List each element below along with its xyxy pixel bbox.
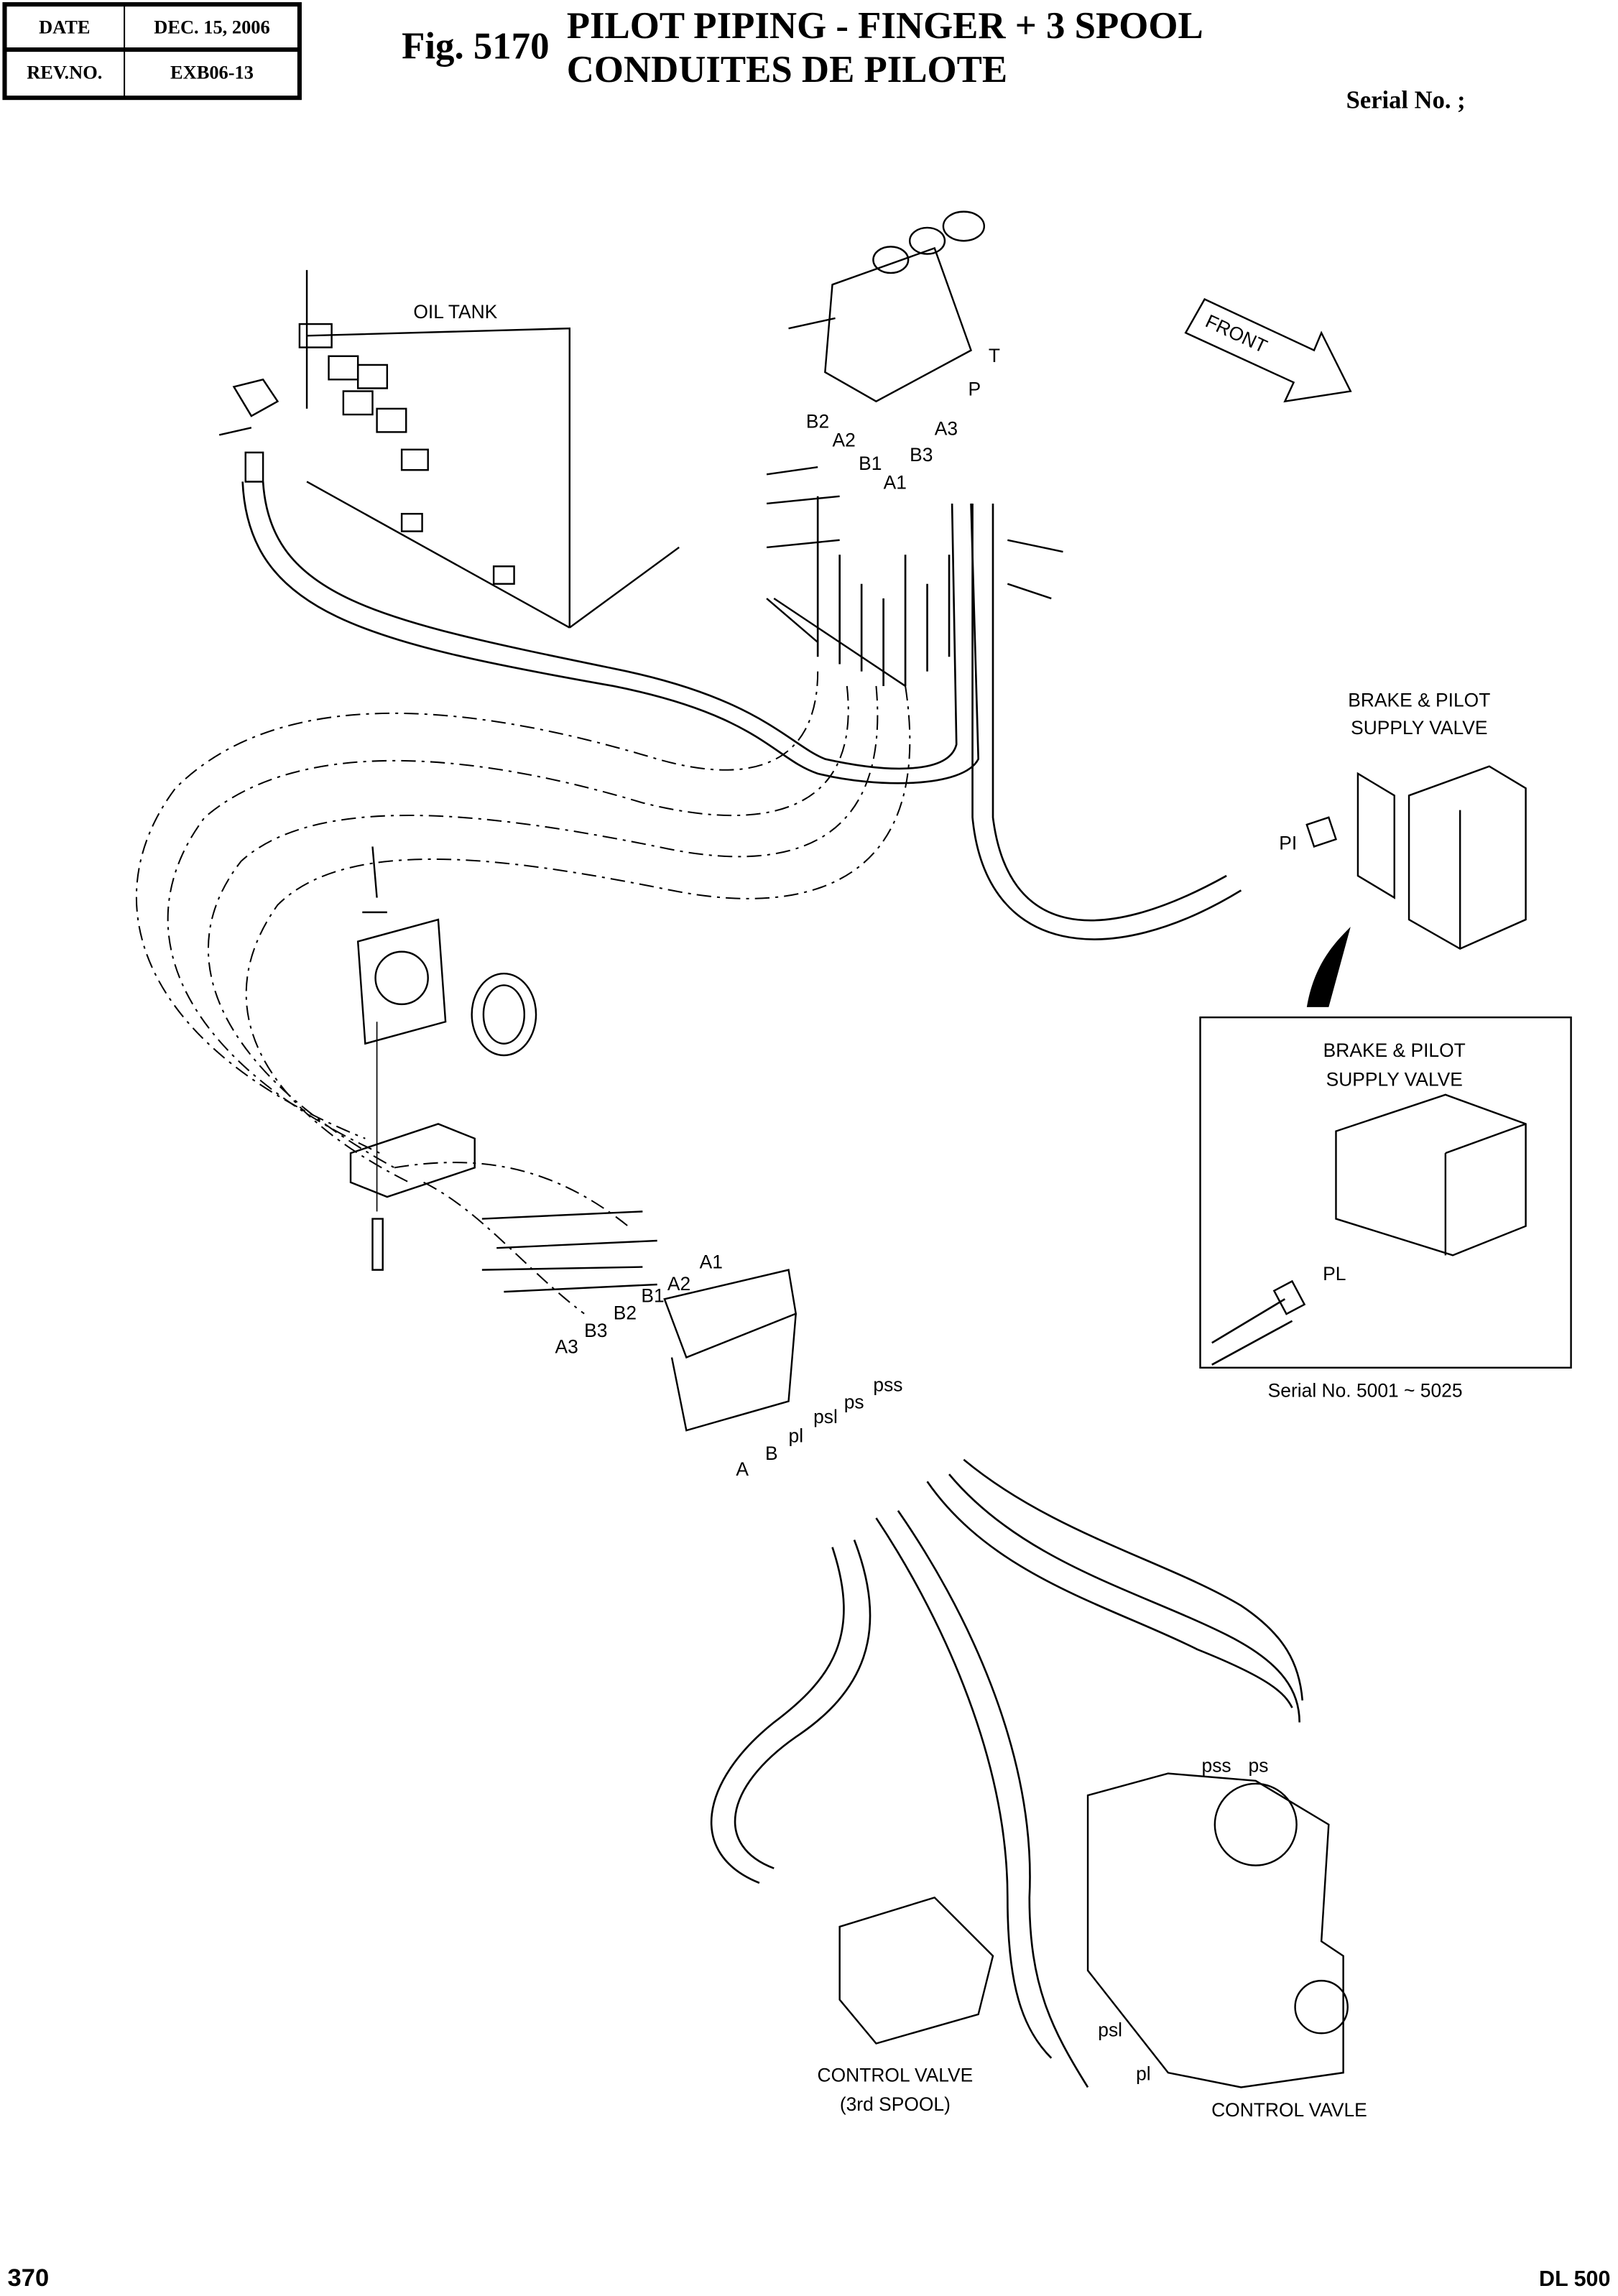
lower-hoses xyxy=(710,1458,1304,2088)
oil-tank: OIL TANK xyxy=(298,269,680,629)
clamp-bracket xyxy=(349,846,537,1271)
inset-serial: Serial No. 5001 ~ 5025 xyxy=(1268,1379,1463,1401)
plate-port-pss: pss xyxy=(873,1374,902,1395)
model-name: DL 500 xyxy=(1539,2267,1610,2291)
brake-valve-label-1: BRAKE & PILOT xyxy=(1348,689,1490,710)
control-valve: pss ps psl pl CONTROL VAVLE xyxy=(1086,1755,1367,2121)
port-A3: A3 xyxy=(935,417,958,439)
cv3-label-2: (3rd SPOOL) xyxy=(840,2093,951,2115)
cv3-label-1: CONTROL VALVE xyxy=(818,2064,974,2086)
title-en: PILOT PIPING - FINGER + 3 SPOOL xyxy=(567,5,1203,47)
inset-title-2: SUPPLY VALVE xyxy=(1326,1069,1463,1091)
port-B2: B2 xyxy=(806,410,829,432)
inset-box: BRAKE & PILOT SUPPLY VALVE PL Serial No.… xyxy=(1199,1016,1572,1401)
pi-label: PI xyxy=(1279,832,1297,853)
port-T: T xyxy=(989,345,1000,366)
block-port-A1: A1 xyxy=(700,1251,723,1273)
serial-label: Serial No. ; xyxy=(1346,86,1466,114)
joystick-valve xyxy=(788,210,1063,600)
fig-number: Fig. 5170 xyxy=(402,25,549,67)
cv-port-pl: pl xyxy=(1136,2063,1151,2084)
port-P: P xyxy=(968,379,981,400)
inset-title-1: BRAKE & PILOT xyxy=(1323,1040,1466,1061)
block-port-A3: A3 xyxy=(555,1336,578,1357)
block-port-A2: A2 xyxy=(667,1273,690,1295)
date-label: DATE xyxy=(39,17,90,38)
cv-port-pss: pss xyxy=(1202,1755,1231,1777)
date-value: DEC. 15, 2006 xyxy=(154,17,269,38)
front-arrow: FRONT xyxy=(1184,297,1352,403)
cv-port-psl: psl xyxy=(1098,2019,1122,2040)
rev-value: EXB06-13 xyxy=(170,62,254,83)
revision-table: DATE DEC. 15, 2006 REV.NO. EXB06-13 xyxy=(2,2,302,101)
rev-label: REV.NO. xyxy=(27,62,102,83)
plate-port-B: B xyxy=(765,1443,778,1464)
block-port-B3: B3 xyxy=(584,1320,607,1341)
cv-label: CONTROL VAVLE xyxy=(1211,2099,1367,2121)
brake-pilot-supply-valve: BRAKE & PILOT SUPPLY VALVE PI xyxy=(1279,689,1527,1007)
title-fr: CONDUITES DE PILOTE xyxy=(567,49,1007,91)
joystick-hoses xyxy=(766,466,1242,940)
inset-pl-label: PL xyxy=(1323,1263,1346,1284)
front-label: FRONT xyxy=(1202,310,1270,358)
control-valve-3rd-spool: CONTROL VALVE (3rd SPOOL) xyxy=(818,1896,994,2115)
port-B1: B1 xyxy=(859,453,882,474)
hose-routing xyxy=(135,671,911,1315)
block-port-B2: B2 xyxy=(614,1302,637,1324)
plate-port-psl: psl xyxy=(813,1406,838,1427)
port-A2: A2 xyxy=(833,430,856,451)
port-A1: A1 xyxy=(884,472,907,494)
plate-port-A: A xyxy=(736,1458,749,1480)
port-B3: B3 xyxy=(910,444,933,466)
brake-valve-label-2: SUPPLY VALVE xyxy=(1351,717,1487,739)
plate-port-pl: pl xyxy=(789,1425,804,1446)
plate-port-ps: ps xyxy=(844,1392,864,1413)
page-number: 370 xyxy=(8,2264,50,2292)
block-port-B1: B1 xyxy=(641,1284,664,1306)
oil-tank-label: OIL TANK xyxy=(413,301,497,323)
fittings-cluster xyxy=(481,1211,798,1432)
cv-port-ps: ps xyxy=(1249,1755,1269,1777)
